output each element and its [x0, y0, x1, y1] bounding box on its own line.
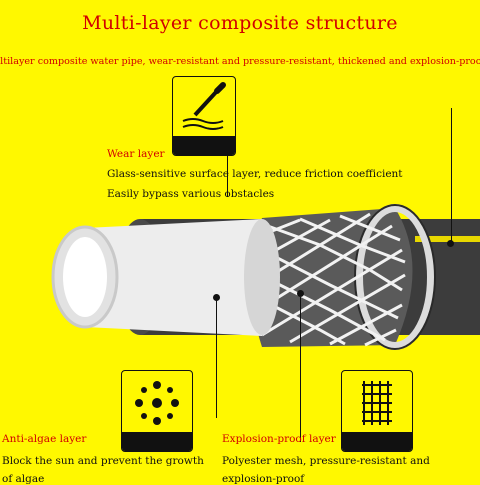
page-subtitle: ultilayer composite water pipe, wear-res…	[0, 56, 480, 67]
explosion-proof-line2: explosion-proof	[222, 473, 305, 485]
dots-pattern-icon	[135, 381, 179, 425]
wear-layer-line1: Glass-sensitive surface layer, reduce fr…	[107, 168, 403, 180]
mesh-grid-icon	[362, 381, 392, 425]
explosion-proof-icon-box	[341, 370, 413, 452]
explosion-proof-line1: Polyester mesh, pressure-resistant and	[222, 455, 430, 467]
hose-yellow-stripe	[415, 236, 480, 242]
anti-algae-title: Anti-algae layer	[2, 433, 87, 445]
anti-algae-line1: Block the sun and prevent the growth	[2, 455, 204, 467]
knife-scraping-icon	[182, 82, 226, 130]
inner-tube-bore	[63, 237, 107, 317]
mesh-callout-dot	[297, 290, 304, 297]
algae-callout-line	[216, 300, 217, 418]
wear-layer-icon-box	[172, 76, 236, 156]
explosion-proof-title: Explosion-proof layer	[222, 433, 336, 445]
page-title: Multi-layer composite structure	[82, 12, 398, 34]
anti-algae-line2: of algae	[2, 473, 45, 485]
anti-algae-icon-box	[121, 370, 193, 452]
wear-layer-line2: Easily bypass various obstacles	[107, 188, 275, 200]
wear-callout-dot	[447, 240, 454, 247]
algae-callout-dot	[213, 294, 220, 301]
wear-callout-line	[227, 127, 228, 197]
wear-right-line	[451, 108, 452, 243]
inner-tube	[85, 219, 262, 336]
wear-layer-title: Wear layer	[107, 148, 165, 160]
mesh-callout-line	[300, 297, 301, 442]
